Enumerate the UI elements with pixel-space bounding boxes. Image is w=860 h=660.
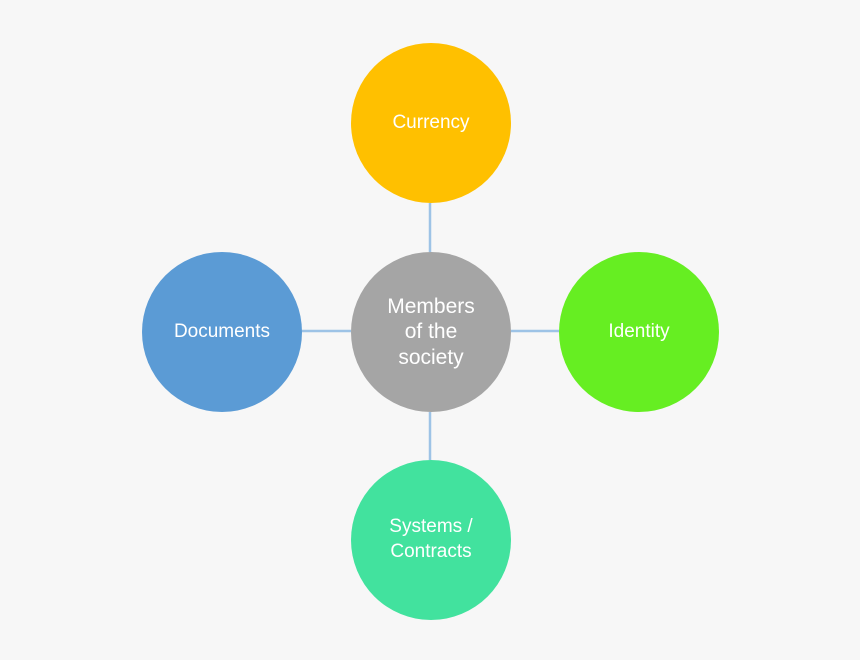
systems-contracts-label: Systems / Contracts — [389, 516, 473, 562]
members-of-the-society-node: Members of the society — [351, 252, 511, 412]
documents-node: Documents — [142, 252, 302, 412]
members-of-the-society-label: Members of the society — [387, 294, 475, 369]
identity-label: Identity — [608, 320, 670, 342]
currency-node: Currency — [351, 43, 511, 203]
identity-node: Identity — [559, 252, 719, 412]
documents-label: Documents — [173, 320, 271, 342]
systems-contracts-node: Systems / Contracts — [351, 460, 511, 620]
currency-label: Currency — [392, 111, 470, 133]
